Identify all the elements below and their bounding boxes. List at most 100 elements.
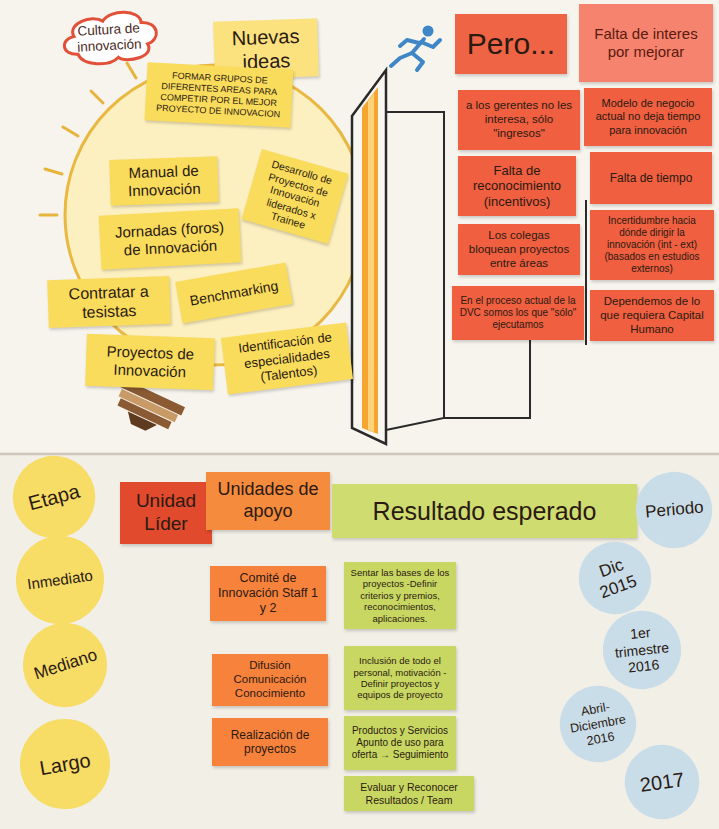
- circle-shape: [13, 712, 117, 816]
- support-unit-note: Comité de Innovación Staff 1 y 2: [210, 566, 326, 621]
- result-note: Inclusión de todo el personal, motivació…: [344, 646, 456, 710]
- barrier-note: a los gerentes no les interesa, sólo "in…: [458, 90, 580, 150]
- circle-shape: [620, 740, 704, 824]
- note-text: Sentar las bases de los proyectos -Defin…: [350, 567, 450, 624]
- man-leg: [391, 53, 412, 66]
- note-text: Contratar a tesistas: [53, 281, 164, 323]
- note-text: Jornadas (foros) de Innovación: [105, 218, 235, 261]
- note-text: FORMAR GRUPOS DE DIFERENTES AREAS PARA C…: [151, 70, 287, 120]
- note-text: Los colegas bloquean proyectos entre áre…: [464, 229, 574, 270]
- base-tip: [124, 412, 157, 435]
- barrier-header: Pero...: [455, 14, 567, 74]
- note-text: Resultado esperado: [373, 496, 597, 526]
- note-text: Pero...: [467, 26, 555, 62]
- period-circle: Dic 2015: [568, 531, 663, 626]
- note-text: Comité de Innovación Staff 1 y 2: [216, 571, 320, 616]
- idea-note: FORMAR GRUPOS DE DIFERENTES AREAS PARA C…: [145, 62, 294, 128]
- period-header-circle: Periodo: [631, 468, 716, 553]
- circle-shape: [632, 469, 715, 552]
- circle-shape: [10, 530, 110, 630]
- lower-sheet: [0, 456, 719, 829]
- ray: [127, 63, 136, 78]
- frame-line: [585, 200, 587, 345]
- door-edge: [362, 87, 378, 434]
- support-unit-note: Realización de proyectos: [212, 718, 328, 766]
- note-text: Realización de proyectos: [218, 728, 322, 757]
- man-leg: [412, 53, 423, 70]
- circle-shape: [554, 680, 643, 769]
- barrier-note: Modelo de negocio actual no deja tiempo …: [584, 88, 712, 146]
- idea-note: Manual de Innovación: [109, 156, 219, 206]
- ray: [63, 127, 78, 136]
- idea-note: Contratar a tesistas: [47, 276, 171, 329]
- note-text: Desarrollo de Proyectos de Innovación li…: [249, 155, 341, 237]
- note-text: Proyectos de Innovación: [91, 342, 208, 382]
- idea-note: Desarrollo de Proyectos de Innovación li…: [242, 149, 349, 244]
- ray: [45, 169, 62, 174]
- note-text: Falta de tiempo: [610, 171, 693, 185]
- result-note: Evaluar y Reconocer Resultados / Team: [344, 776, 474, 811]
- note-text: Evaluar y Reconocer Resultados / Team: [350, 781, 468, 806]
- note-text: a los gerentes no les interesa, sólo "in…: [464, 99, 574, 140]
- door-frame: [444, 340, 530, 418]
- note-text: Benchmarking: [188, 277, 279, 309]
- stage-circle: Largo: [12, 711, 119, 818]
- barrier-note: Dependemos de lo que requiera Capital Hu…: [590, 290, 714, 341]
- barrier-note: Incertidumbre hacia dónde dirigir la inn…: [590, 210, 714, 280]
- barrier-note: En el proceso actual de la DVC somos los…: [452, 286, 584, 340]
- note-text: En el proceso actual de la DVC somos los…: [458, 295, 578, 331]
- man-arm: [400, 40, 419, 46]
- barrier-note: Falta de interes por mejorar: [579, 4, 713, 82]
- circle-shape: [569, 532, 662, 625]
- idea-note: Proyectos de Innovación: [85, 334, 215, 390]
- note-text: Modelo de negocio actual no deja tiempo …: [590, 97, 706, 137]
- period-circle: 1er trimestre 2016: [598, 606, 686, 694]
- barrier-note: Falta de reconocimiento (incentivos): [458, 156, 576, 216]
- note-text: Falta de interes por mejorar: [585, 25, 707, 61]
- period-circle: 2017: [619, 739, 705, 825]
- door-edge-light: [368, 93, 374, 432]
- note-text: Cultura de innovación: [69, 20, 149, 56]
- stage-header-circle: Etapa: [3, 446, 106, 549]
- running-man: [391, 39, 440, 70]
- column-header: Resultado esperado: [332, 484, 637, 538]
- man-head: [423, 26, 434, 37]
- note-text: Unidades de apoyo: [212, 479, 324, 522]
- door-frame: [386, 112, 444, 430]
- note-text: Productos y Servicios Apunto de uso para…: [350, 725, 450, 761]
- note-text: 1er trimestre 2016: [610, 622, 674, 678]
- result-note: Sentar las bases de los proyectos -Defin…: [344, 562, 456, 629]
- circle-shape: [12, 612, 118, 718]
- stage-circle: Inmediato: [9, 529, 111, 631]
- ray: [91, 91, 103, 103]
- circle-shape: [4, 447, 105, 548]
- upper-sheet: [0, 0, 719, 452]
- cloud-shape: [63, 10, 158, 65]
- column-header: Unidades de apoyo: [206, 472, 330, 530]
- period-circle: Abril-Diciembre 2016: [553, 679, 643, 769]
- man-arm: [421, 40, 440, 47]
- column-header: Unidad Líder: [120, 482, 212, 544]
- circle-shape: [599, 607, 685, 693]
- barrier-note: Los colegas bloquean proyectos entre áre…: [458, 224, 580, 275]
- note-text: Inclusión de todo el personal, motivació…: [350, 655, 450, 701]
- note-text: Incertidumbre hacia dónde dirigir la inn…: [596, 215, 708, 275]
- idea-note: Identificación de especialidades (Talent…: [221, 323, 353, 395]
- note-text: Difusión Comunicación Conocimiento: [218, 659, 322, 700]
- barrier-note: Falta de tiempo: [590, 152, 712, 204]
- note-text: Identificación de especialidades (Talent…: [228, 328, 347, 388]
- note-text: Manual de Innovación: [115, 161, 212, 200]
- ray: [40, 214, 57, 217]
- result-note: Productos y Servicios Apunto de uso para…: [344, 716, 456, 770]
- note-text: Dependemos de lo que requiera Capital Hu…: [596, 295, 708, 336]
- idea-note: Jornadas (foros) de Innovación: [99, 208, 242, 269]
- support-unit-note: Difusión Comunicación Conocimiento: [212, 654, 328, 706]
- open-door: [352, 70, 386, 444]
- note-text: Unidad Líder: [126, 490, 206, 536]
- idea-note: Benchmarking: [175, 263, 293, 324]
- note-text: Falta de reconocimiento (incentivos): [464, 163, 570, 210]
- stage-circle: Mediano: [11, 611, 119, 719]
- sheet-fold: [0, 453, 719, 455]
